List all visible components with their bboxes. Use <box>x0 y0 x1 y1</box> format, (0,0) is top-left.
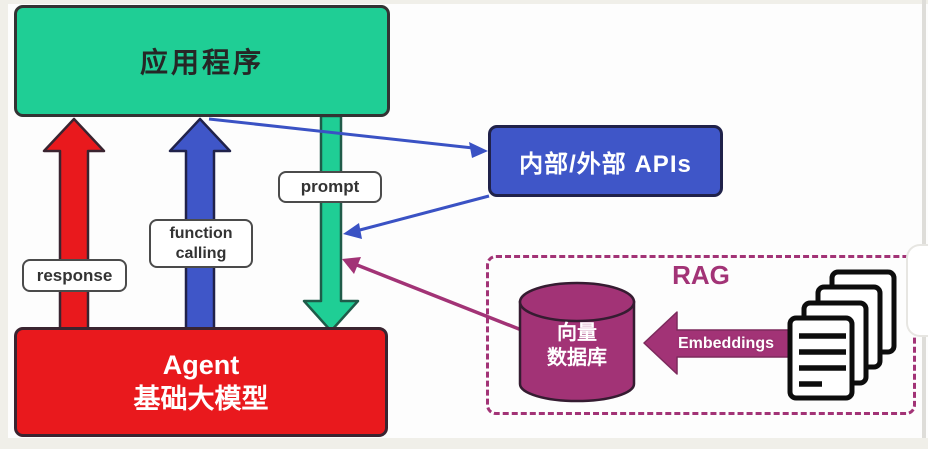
frame-top-strip <box>0 0 928 4</box>
frame-right-line <box>922 0 926 438</box>
function-calling-label: function calling <box>149 219 253 268</box>
prompt-label: prompt <box>278 171 382 203</box>
rag-title: RAG <box>672 260 730 290</box>
embeddings-label: Embeddings <box>677 335 774 352</box>
agent-box-subtitle: 基础大模型 <box>133 384 269 414</box>
frame-left-strip <box>0 0 8 449</box>
vector-db-label: 向量 数据库 <box>547 322 607 369</box>
response-label: response <box>22 259 127 292</box>
agent-box: Agent 基础大模型 <box>14 327 388 437</box>
application-box-label: 应用程序 <box>139 47 264 78</box>
response-arrow <box>42 117 106 332</box>
app-to-api-line <box>208 117 488 158</box>
frame-bottom-strip <box>0 438 928 449</box>
page-edge-bump <box>906 244 928 337</box>
agent-box-title: Agent <box>162 350 240 380</box>
prompt-arrow <box>302 114 360 333</box>
application-box: 应用程序 <box>14 5 390 117</box>
api-box: 内部/外部 APIs <box>488 125 723 197</box>
api-box-label: 内部/外部 APIs <box>519 150 692 178</box>
